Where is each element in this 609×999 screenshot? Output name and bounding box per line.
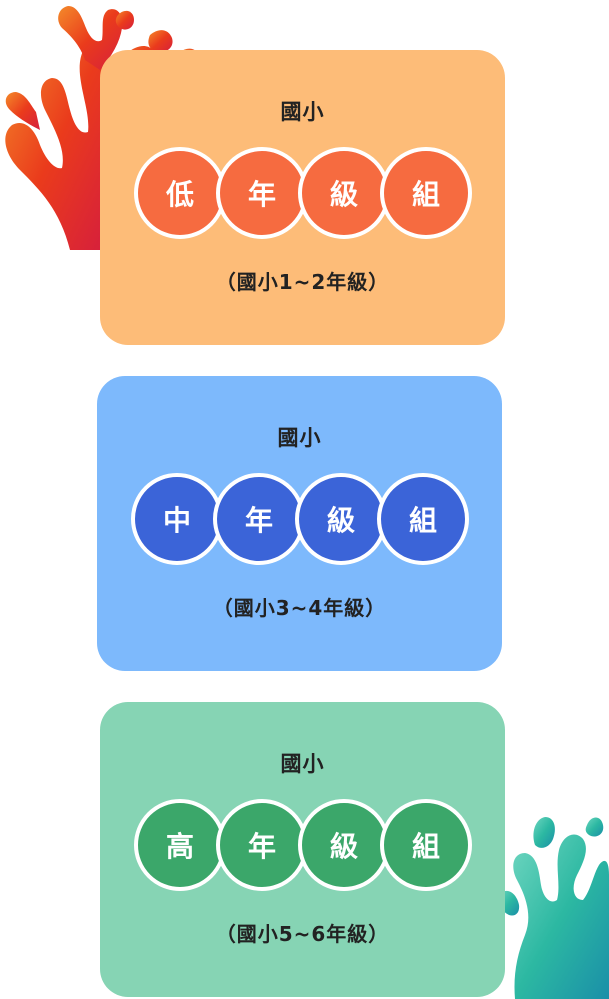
card-subtitle: （國小5~6年級） <box>215 922 390 946</box>
grade-char-circle: 級 <box>298 147 390 239</box>
low-grade-card[interactable]: 國小 低 年 級 組 （國小1~2年級） <box>100 50 505 345</box>
card-subtitle: （國小3~4年級） <box>212 596 387 620</box>
card-label: 國小 <box>277 426 322 450</box>
grade-char-circle: 年 <box>213 473 305 565</box>
card-label: 國小 <box>280 752 325 776</box>
grade-char-circle: 年 <box>216 147 308 239</box>
high-grade-card[interactable]: 國小 高 年 級 組 （國小5~6年級） <box>100 702 505 997</box>
grade-char-circle: 組 <box>377 473 469 565</box>
grade-char-circle: 年 <box>216 799 308 891</box>
card-subtitle: （國小1~2年級） <box>215 270 390 294</box>
grade-title: 中 年 級 組 <box>131 473 469 565</box>
grade-title: 高 年 級 組 <box>134 799 472 891</box>
grade-title: 低 年 級 組 <box>134 147 472 239</box>
grade-char-circle: 高 <box>134 799 226 891</box>
grade-char-circle: 低 <box>134 147 226 239</box>
middle-grade-card[interactable]: 國小 中 年 級 組 （國小3~4年級） <box>97 376 502 671</box>
coral-decoration-icon <box>498 817 609 999</box>
grade-char-circle: 組 <box>380 147 472 239</box>
grade-char-circle: 中 <box>131 473 223 565</box>
grade-char-circle: 級 <box>298 799 390 891</box>
grade-char-circle: 組 <box>380 799 472 891</box>
grade-char-circle: 級 <box>295 473 387 565</box>
card-label: 國小 <box>280 100 325 124</box>
